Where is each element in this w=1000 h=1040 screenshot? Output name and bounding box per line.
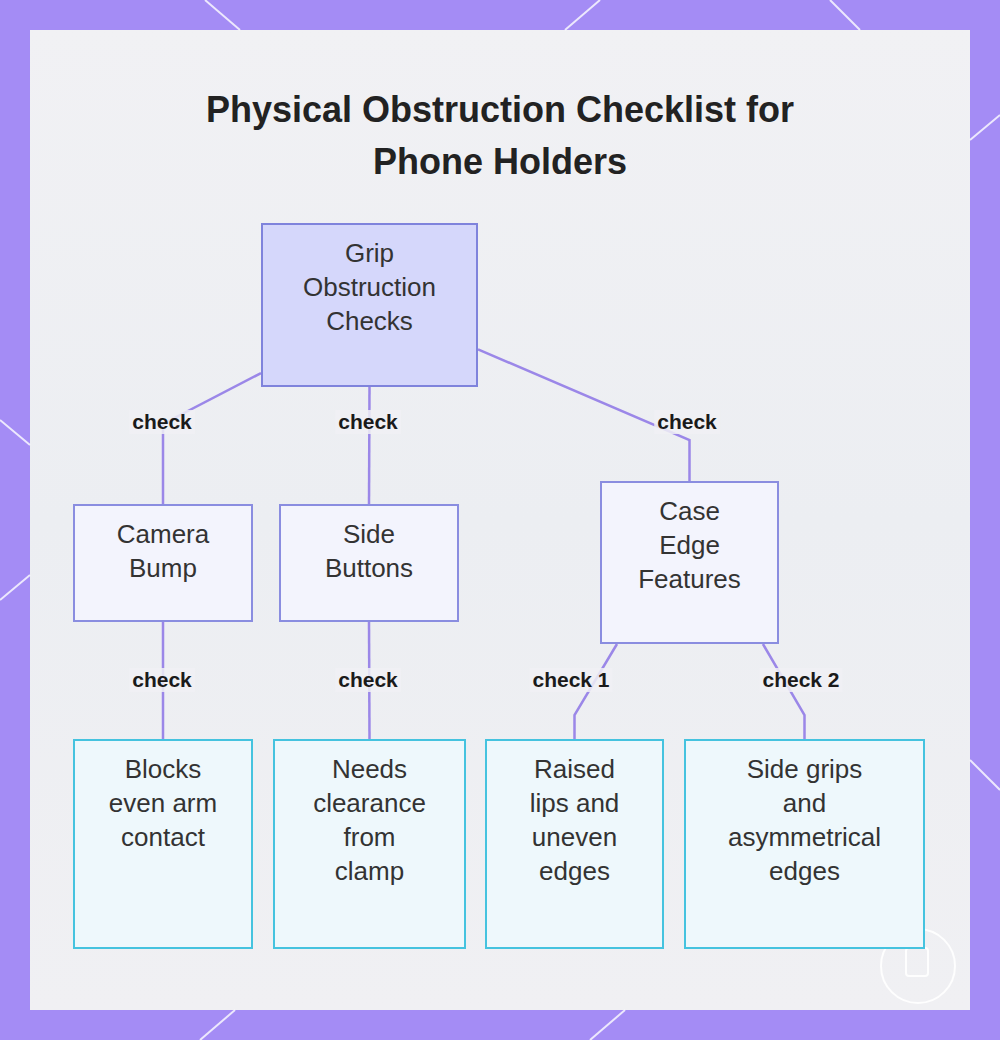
- edge-label: check: [335, 668, 401, 692]
- node-text: Case Edge Features: [632, 494, 747, 596]
- detail-box: Needs clearance from clamp: [273, 739, 466, 949]
- diagram-title: Physical Obstruction Checklist for Phone…: [150, 84, 850, 188]
- node-text: Needs clearance from clamp: [310, 752, 430, 888]
- edge-label: check: [129, 668, 195, 692]
- connector-line: [163, 373, 261, 504]
- detail-box: Side grips and asymmetrical edges: [684, 739, 925, 949]
- edge-label: check 1: [529, 668, 612, 692]
- edge-label: check: [654, 410, 720, 434]
- category-box: Camera Bump: [73, 504, 253, 622]
- node-text: Grip Obstruction Checks: [287, 236, 452, 338]
- category-box: Side Buttons: [279, 504, 459, 622]
- node-text: Raised lips and uneven edges: [520, 752, 630, 888]
- detail-box: Blocks even arm contact: [73, 739, 253, 949]
- category-box: Case Edge Features: [600, 481, 779, 644]
- edge-label: check: [129, 410, 195, 434]
- edge-label: check: [335, 410, 401, 434]
- node-text: Side Buttons: [309, 517, 429, 585]
- node-text: Side grips and asymmetrical edges: [725, 752, 885, 888]
- connector-line: [368, 387, 371, 504]
- detail-box: Raised lips and uneven edges: [485, 739, 664, 949]
- node-text: Camera Bump: [98, 517, 228, 585]
- root-box: Grip Obstruction Checks: [261, 223, 478, 387]
- node-text: Blocks even arm contact: [103, 752, 223, 854]
- edge-label: check 2: [759, 668, 842, 692]
